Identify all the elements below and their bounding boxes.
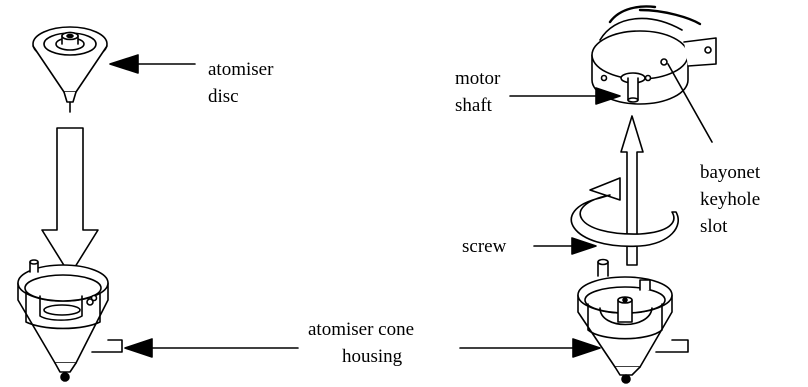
label-shaft: shaft [455, 95, 493, 116]
motor-shaft-arrow [509, 87, 621, 105]
twist-up-arrow [570, 115, 679, 266]
bayonet-pointer [667, 63, 713, 143]
label-screw: screw [462, 236, 507, 257]
cone-housing-right-drawing [577, 258, 689, 384]
label-motor: motor [455, 68, 501, 89]
atomiser-disc-drawing [32, 26, 108, 113]
insert-down-arrow [41, 127, 99, 276]
label-keyhole: keyhole [700, 189, 760, 210]
screw-arrow [533, 237, 597, 255]
label-disc: disc [208, 86, 239, 107]
label-bayonet: bayonet [700, 162, 761, 183]
atomiser-disc-arrow [109, 54, 196, 74]
housing-arrow-right [459, 338, 601, 358]
cone-housing-left-drawing [17, 259, 123, 382]
label-housing: housing [342, 346, 403, 367]
label-atomiser: atomiser [208, 59, 274, 80]
label-slot: slot [700, 216, 728, 237]
housing-arrow-left [124, 338, 299, 358]
motor-drawing [591, 5, 717, 105]
label-atomiser-cone: atomiser cone [308, 319, 414, 340]
